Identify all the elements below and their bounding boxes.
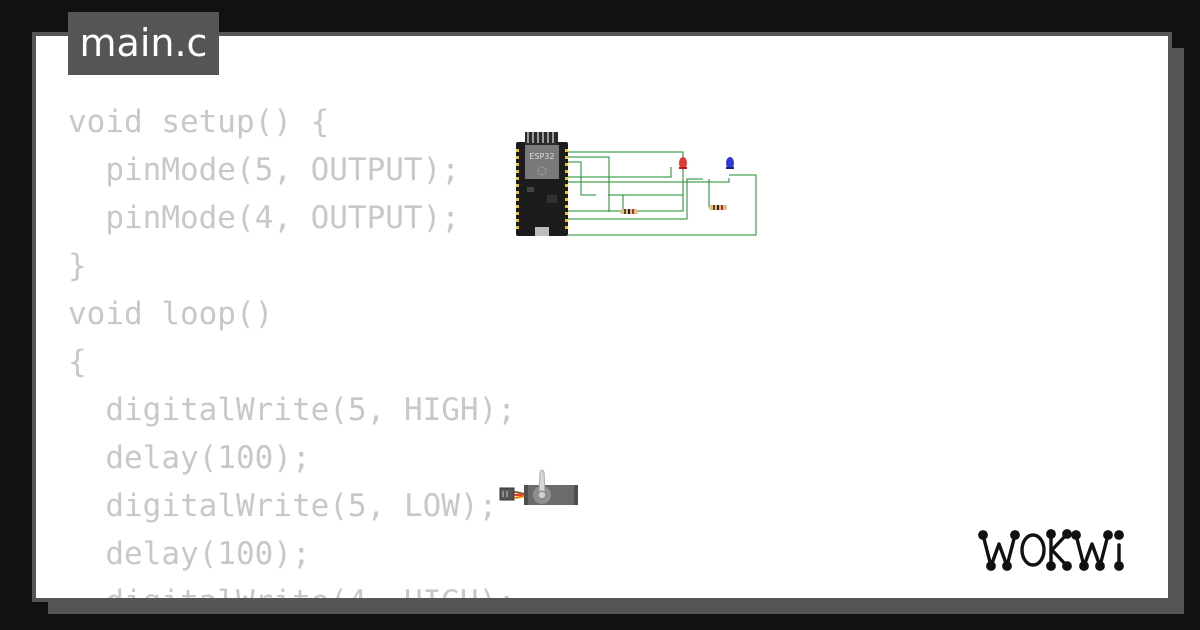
code-line: { [68, 344, 87, 380]
code-line: digitalWrite(5, LOW); [68, 488, 498, 524]
code-line: void loop() [68, 296, 274, 332]
circuit-diagram: ESP32 [516, 132, 757, 236]
code-line: pinMode(4, OUTPUT); [68, 200, 460, 236]
resistor-2 [709, 205, 727, 210]
led-blue [726, 157, 734, 169]
esp32-label: ESP32 [529, 152, 554, 161]
code-preview: void setup() { pinMode(5, OUTPUT); pinMo… [68, 98, 516, 602]
project-preview-card: void setup() { pinMode(5, OUTPUT); pinMo… [32, 32, 1172, 602]
wires [568, 151, 757, 236]
code-line: pinMode(5, OUTPUT); [68, 152, 460, 188]
code-line: delay(100); [68, 536, 311, 572]
led-red [679, 157, 687, 169]
code-line: void setup() { [68, 104, 330, 140]
code-line: digitalWrite(4, HIGH); [68, 584, 516, 602]
file-tab[interactable]: main.c [68, 12, 219, 75]
wokwi-logo [978, 529, 1124, 571]
esp32-board: ESP32 [516, 132, 568, 236]
resistor-1 [620, 209, 638, 214]
code-line: digitalWrite(5, HIGH); [68, 392, 516, 428]
servo-motor [499, 469, 578, 505]
code-line: } [68, 248, 87, 284]
code-line: delay(100); [68, 440, 311, 476]
